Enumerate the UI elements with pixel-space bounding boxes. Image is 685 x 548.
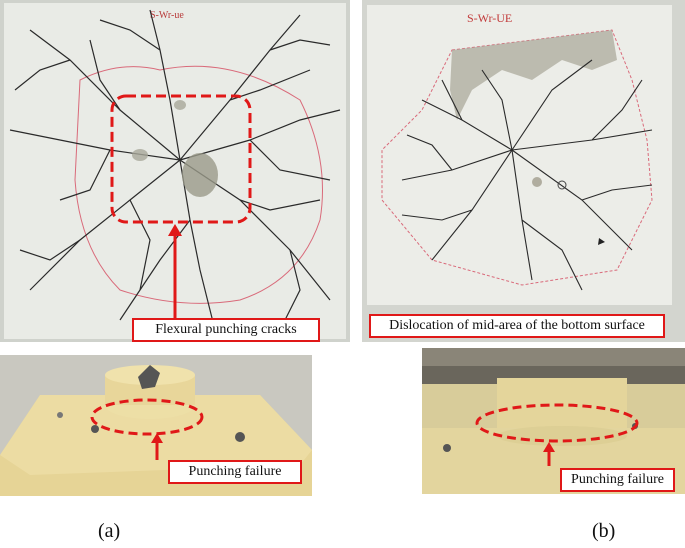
caption-b: (b) [592,520,616,542]
crack-pattern-b [401,59,653,291]
highlight-ellipse-b [475,403,639,443]
slab-a-marking: S-Wr-ue [150,10,184,21]
slab-b-marking: S-Wr-UE [467,11,512,25]
callout-dislocation: Dislocation of mid-area of the bottom su… [369,314,665,338]
callout-punching-failure-b: Punching failure [560,468,675,492]
photo-b-slab-dislocation: S-Wr-UE [362,0,685,342]
caption-a: (a) [98,520,121,542]
slab-a-image: S-Wr-ue [0,0,350,342]
photo-a-punching-failure [0,355,312,496]
highlight-ellipse-a [90,398,204,436]
punching-a-image [0,355,312,496]
callout-punching-failure-a: Punching failure [168,460,302,484]
callout-flexural-punching-cracks: Flexural punching cracks [132,318,320,342]
slab-b-image: S-Wr-UE [362,0,685,342]
highlight-box-a [110,94,252,224]
photo-a-slab-cracks: S-Wr-ue [0,0,350,342]
